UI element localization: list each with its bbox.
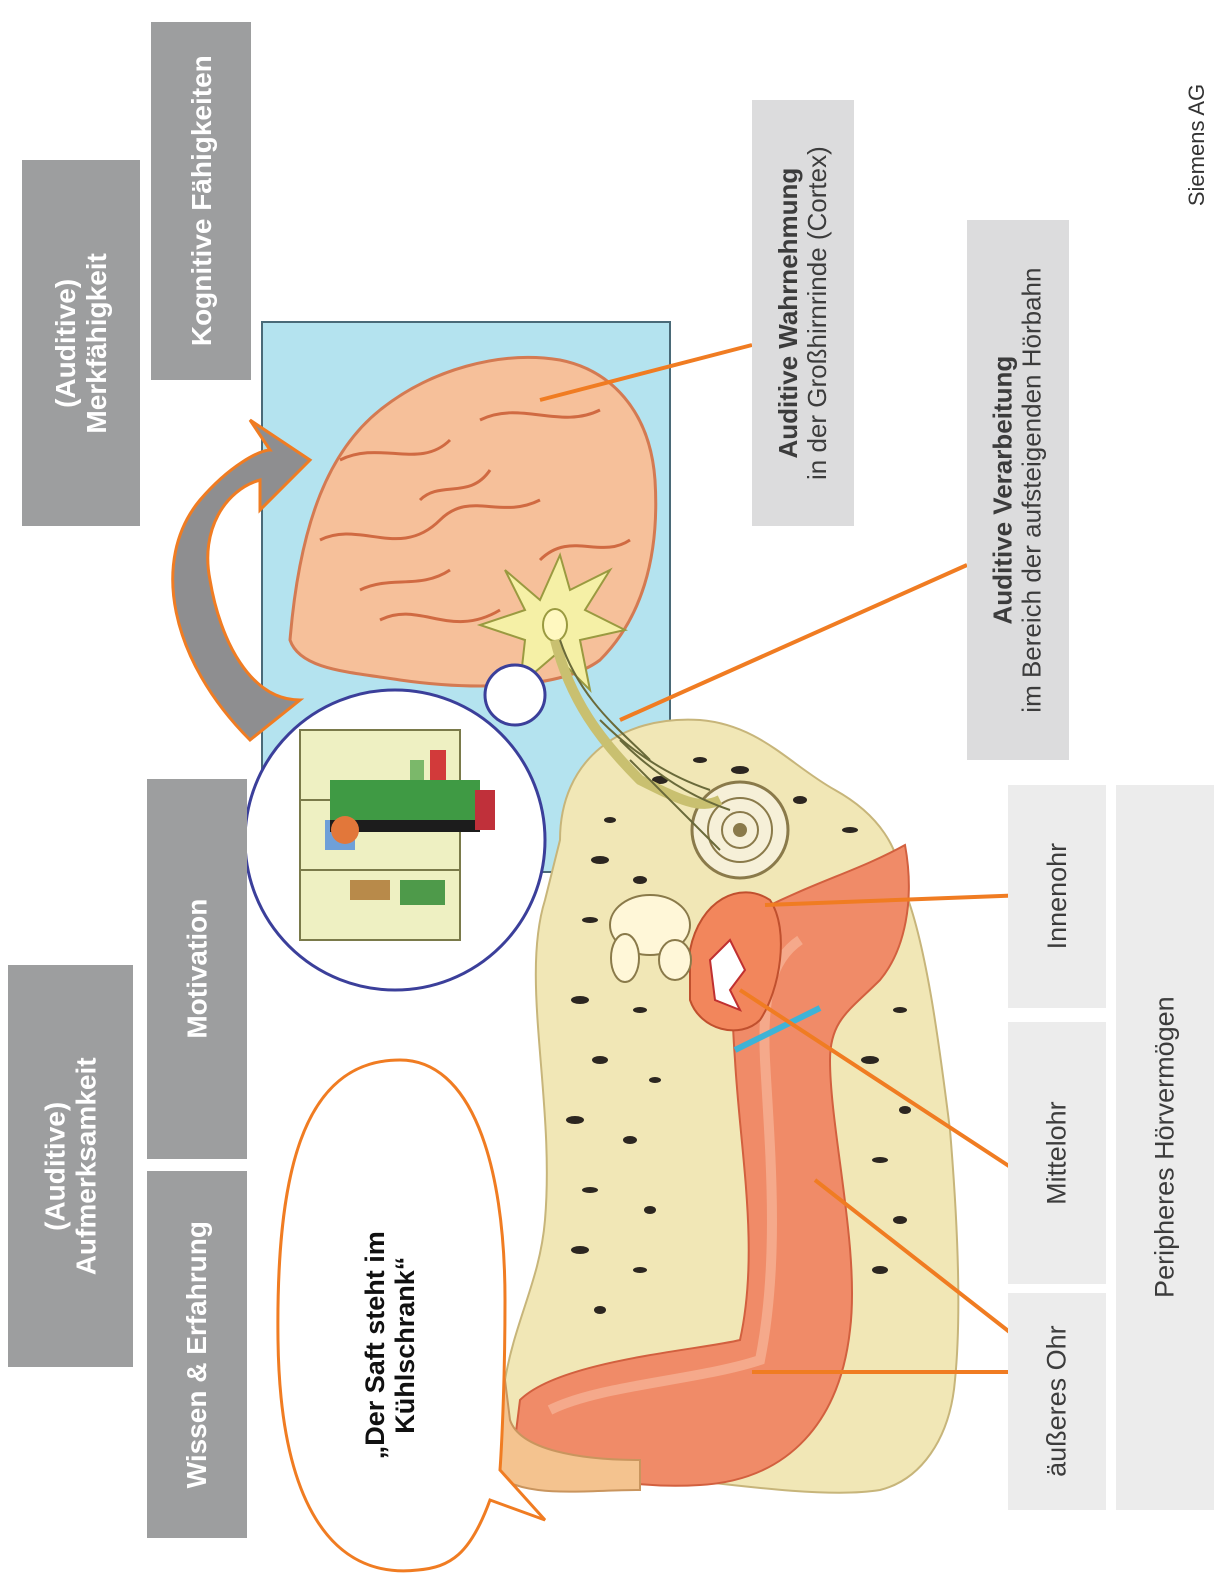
box-merkfaehigkeit: (Auditive)Merkfähigkeit bbox=[22, 160, 140, 526]
verarbeitung-title: Auditive Verarbeitung bbox=[987, 355, 1018, 625]
pointer-verarbeitung bbox=[619, 563, 968, 722]
speech-line1: „Der Saft steht im bbox=[359, 1230, 390, 1460]
box-innenohr: Innenohr bbox=[1008, 785, 1106, 1008]
pointer-innenohr bbox=[764, 893, 1028, 907]
verarbeitung-sub: im Bereich der aufsteigenden Hörbahn bbox=[1017, 267, 1048, 713]
curved-arrow bbox=[171, 418, 313, 743]
aeusseres-label: äußeres Ohr bbox=[1041, 1325, 1072, 1478]
aufmerk-line1: (Auditive) bbox=[39, 1101, 71, 1231]
wahrnehmung-sub: in der Großhirnrinde (Cortex) bbox=[802, 146, 832, 480]
kognitive-label: Kognitive Fähigkeiten bbox=[185, 55, 217, 347]
box-kognitive-faehigkeiten: Kognitive Fähigkeiten bbox=[151, 22, 251, 380]
zoom-circle bbox=[483, 663, 547, 727]
pointer-aeusseres-1 bbox=[813, 1178, 1032, 1350]
credit: Siemens AG bbox=[1172, 30, 1222, 260]
box-aufmerksamkeit: (Auditive)Aufmerksamkeit bbox=[8, 965, 133, 1367]
fridge-scene bbox=[243, 688, 547, 992]
box-wissen-erfahrung: Wissen & Erfahrung bbox=[147, 1171, 247, 1538]
box-motivation: Motivation bbox=[147, 779, 247, 1159]
pointer-lines bbox=[539, 343, 1032, 1374]
peripher-label: Peripheres Hörvermögen bbox=[1149, 996, 1180, 1299]
pointer-wahrnehmung bbox=[539, 343, 753, 402]
merk-line1: (Auditive) bbox=[49, 278, 81, 408]
speech-bubble bbox=[276, 1058, 547, 1573]
merk-line2: Merkfähigkeit bbox=[81, 252, 112, 434]
neuron bbox=[476, 552, 731, 851]
aufmerk-line2: Aufmerksamkeit bbox=[70, 1057, 102, 1275]
box-aeusseres-ohr: äußeres Ohr bbox=[1008, 1293, 1106, 1510]
credit-text: Siemens AG bbox=[1184, 83, 1209, 207]
box-mittelohr: Mittelohr bbox=[1008, 1022, 1106, 1284]
motivation-label: Motivation bbox=[181, 898, 213, 1039]
ear-cross-section bbox=[478, 718, 960, 1494]
mittelohr-label: Mittelohr bbox=[1041, 1101, 1072, 1205]
wissen-label: Wissen & Erfahrung bbox=[181, 1220, 213, 1489]
box-peripheres-hoervermoegen: Peripheres Hörvermögen bbox=[1116, 785, 1214, 1510]
pointer-mittelohr bbox=[738, 988, 1020, 1174]
innenohr-label: Innenohr bbox=[1041, 843, 1072, 950]
wahrnehmung-title: Auditive Wahrnehmung bbox=[772, 167, 803, 459]
speech-line2: Kühlschrank“ bbox=[390, 1256, 420, 1434]
